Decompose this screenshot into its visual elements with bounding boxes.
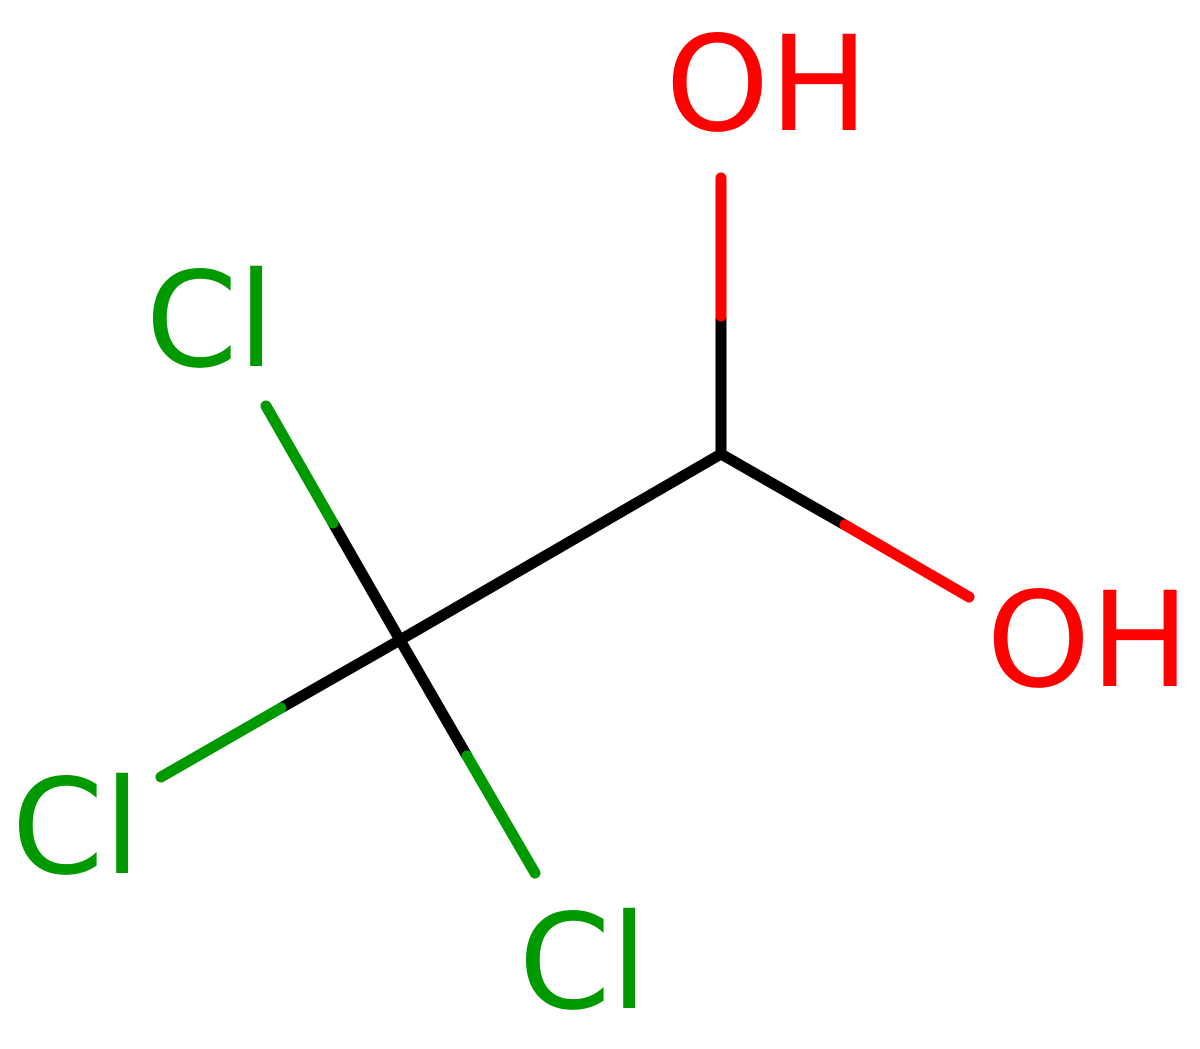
bond-c1-c2	[394, 448, 727, 646]
bond-c2-o2-oxygen-half	[839, 519, 975, 603]
bond-c1-cl1-chlorine-half	[260, 400, 339, 529]
bond-c2-o2-carbon-half	[715, 448, 851, 531]
atom-label-cl-bottom: Cl	[519, 886, 648, 1040]
bond-c1-cl3-carbon-half	[394, 634, 473, 762]
atom-label-cl-left: Cl	[12, 751, 141, 905]
atom-label-oh-top: OH	[665, 8, 868, 162]
bond-c1-cl2-chlorine-half	[155, 702, 287, 783]
atom-label-oh-right: OH	[986, 564, 1189, 718]
bond-c1-cl1-carbon-half	[327, 517, 406, 646]
atom-label-cl-top: Cl	[146, 244, 275, 398]
bond-c1-cl3-chlorine-half	[461, 750, 541, 879]
bond-c1-cl2-carbon-half	[275, 634, 406, 714]
